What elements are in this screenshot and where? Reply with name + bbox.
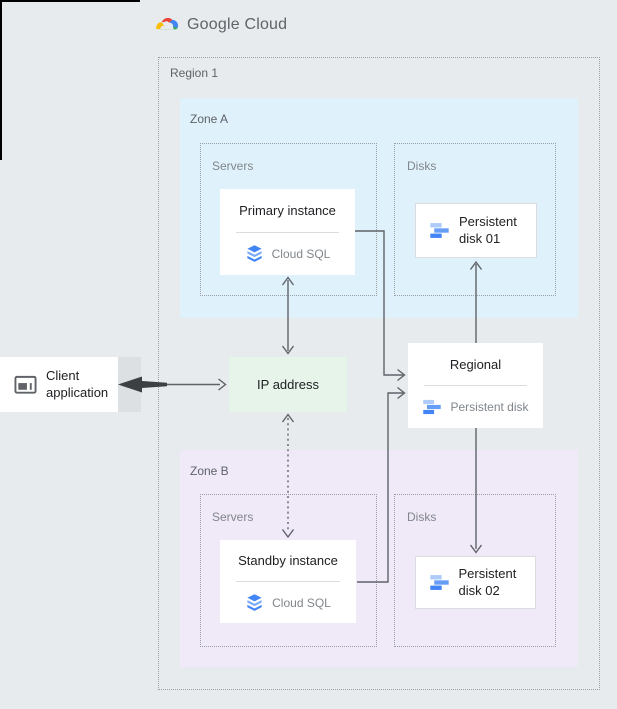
client-application-card: Client application: [0, 357, 118, 412]
persistent-disk-02-label: Persistent disk 02: [458, 566, 517, 598]
persistent-disk-01-label: Persistent disk 01: [459, 214, 517, 246]
ip-address-box: IP address: [229, 357, 347, 412]
window-border-top: [0, 0, 140, 2]
standby-instance-title: Standby instance: [238, 553, 338, 568]
regional-title: Regional: [449, 356, 502, 372]
standby-service-label: Cloud SQL: [272, 595, 331, 610]
zone-b-servers-label: Servers: [212, 510, 254, 524]
zone-b-label: Zone B: [190, 464, 229, 478]
zone-a-label: Zone A: [190, 112, 229, 126]
divider: [236, 581, 340, 582]
ip-address-label: IP address: [257, 377, 319, 392]
cloud-sql-icon: [247, 245, 262, 263]
persistent-disk-icon: [430, 223, 449, 238]
zone-a-disks-group: [394, 143, 556, 296]
divider: [424, 385, 527, 386]
client-card-shadow: [118, 357, 141, 412]
zone-a-servers-label: Servers: [212, 159, 254, 173]
standby-instance-card: Standby instance Cloud SQL: [220, 540, 356, 623]
divider: [236, 231, 339, 233]
persistent-disk-02-card: Persistent disk 02: [415, 556, 536, 609]
client-application-icon: [14, 375, 37, 394]
logo-wordmark: Google Cloud: [187, 15, 288, 33]
zone-b-disks-label: Disks: [407, 510, 437, 524]
regional-disk-card: Regional Persistent disk: [408, 343, 543, 428]
window-border-left: [0, 0, 2, 160]
regional-service-label: Persistent disk: [450, 400, 529, 414]
client-application-label: Client application: [46, 368, 109, 400]
google-cloud-logo: Google Cloud: [154, 14, 287, 35]
persistent-disk-01-card: Persistent disk 01: [415, 203, 537, 258]
primary-instance-card: Primary instance Cloud SQL: [220, 189, 355, 275]
region-container: [158, 57, 600, 690]
persistent-disk-icon: [423, 399, 442, 415]
persistent-disk-icon: [429, 575, 449, 590]
primary-instance-title: Primary instance: [239, 202, 336, 218]
cloud-sql-icon: [247, 594, 262, 611]
zone-a-disks-label: Disks: [407, 159, 437, 173]
google-cloud-icon: [156, 17, 179, 30]
region-label: Region 1: [170, 66, 219, 80]
primary-service-label: Cloud SQL: [271, 246, 331, 261]
